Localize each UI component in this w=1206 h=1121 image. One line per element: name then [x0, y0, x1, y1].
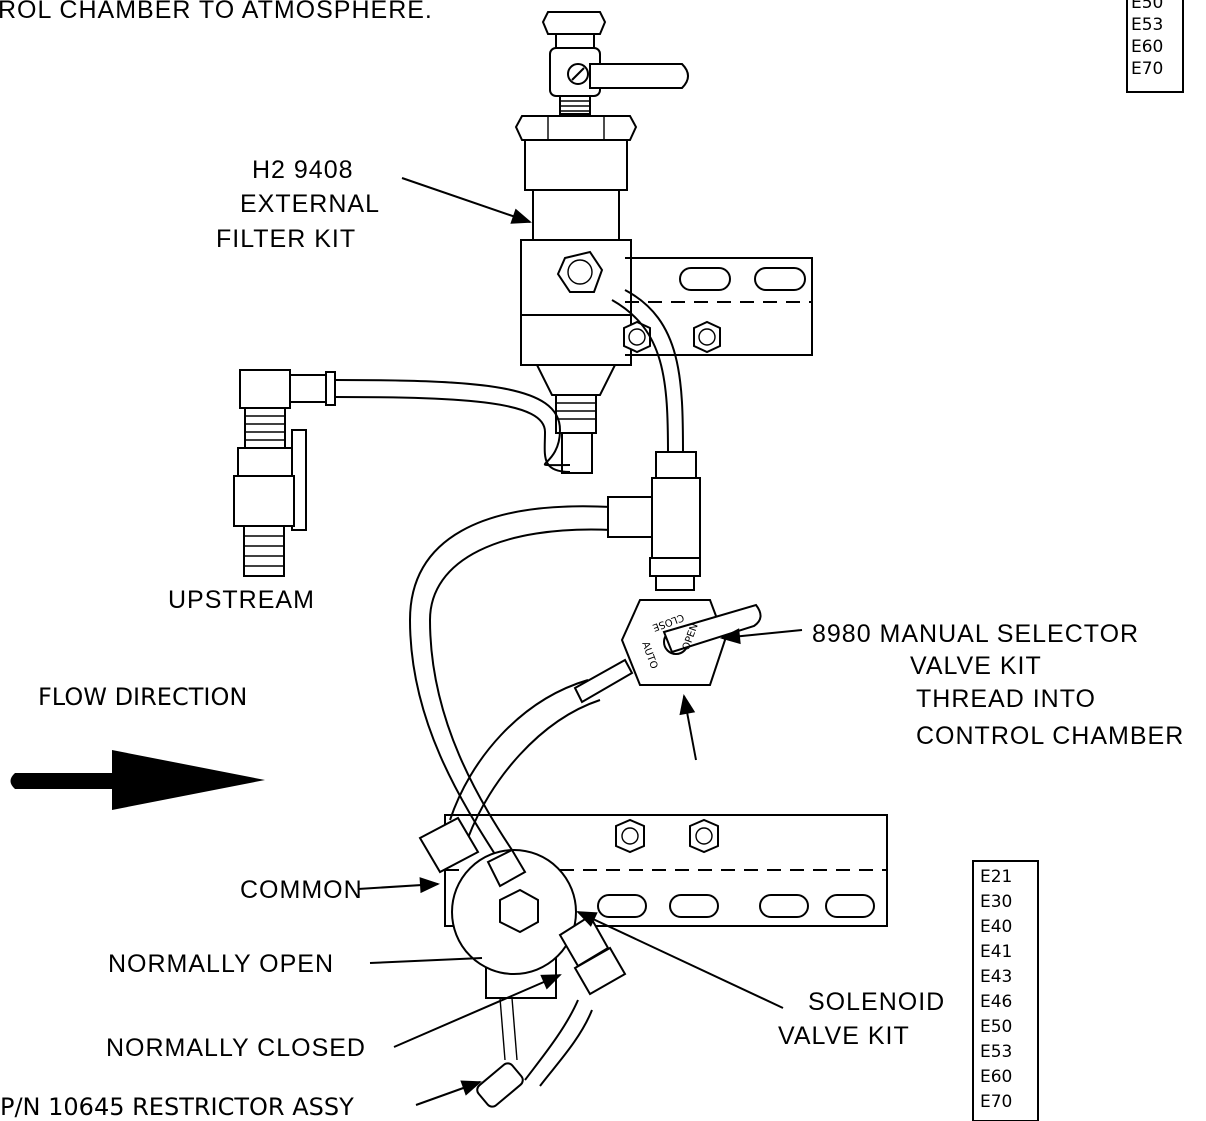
top-table-cell: E50: [1131, 0, 1163, 13]
filter-kit-label-line3: FILTER KIT: [216, 225, 356, 253]
manual-valve-label-line2: VALVE KIT: [910, 652, 1042, 680]
callout-leaders: [357, 177, 803, 1106]
bottom-table-cell: E40: [980, 917, 1012, 937]
bottom-table-cell: E70: [980, 1092, 1012, 1112]
tee-fitting: [607, 451, 701, 591]
manual-selector-valve: CLOSE AUTO OPEN: [573, 599, 762, 704]
upper-mounting-bracket: [623, 257, 813, 356]
solenoid-kit-label-line2: VALVE KIT: [778, 1022, 910, 1050]
bottom-table-cell: E53: [980, 1042, 1012, 1062]
top-table-cell: E70: [1131, 59, 1163, 79]
bottom-table-cell: E60: [980, 1067, 1012, 1087]
restrictor-assy-label: P/N 10645 RESTRICTOR ASSY: [0, 1093, 354, 1121]
solenoid-kit-label-line1: SOLENOID: [808, 988, 945, 1016]
bottom-table-cell: E21: [980, 867, 1012, 887]
common-port-label: COMMON: [240, 876, 363, 904]
tubing-lines: [334, 289, 684, 1087]
filter-kit-label-line1: H2 9408: [252, 156, 354, 184]
upstream-ball-valve: [233, 369, 336, 577]
top-revision-table: E50 E53 E60 E70: [1126, 0, 1184, 93]
external-filter-kit: [514, 11, 689, 474]
normally-closed-label: NORMALLY CLOSED: [106, 1034, 366, 1062]
bottom-table-cell: E30: [980, 892, 1012, 912]
bottom-table-cell: E46: [980, 992, 1012, 1012]
bottom-table-cell: E43: [980, 967, 1012, 987]
manual-valve-label-line4: CONTROL CHAMBER: [916, 722, 1184, 750]
upstream-label: UPSTREAM: [168, 586, 315, 614]
flow-direction-arrow: [10, 750, 265, 810]
header-note: ROL CHAMBER TO ATMOSPHERE.: [0, 0, 433, 24]
top-table-cell: E60: [1131, 37, 1163, 57]
manual-valve-label-line1: 8980 MANUAL SELECTOR: [812, 620, 1139, 648]
flow-direction-label: FLOW DIRECTION: [38, 683, 247, 711]
filter-kit-label-line2: EXTERNAL: [240, 190, 380, 218]
bottom-table-cell: E41: [980, 942, 1012, 962]
solenoid-valve: [418, 816, 627, 1108]
manual-valve-label-line3: THREAD INTO: [916, 685, 1096, 713]
bottom-revision-table: E21 E30 E40 E41 E43 E46 E50 E53 E60 E70: [972, 860, 1039, 1121]
top-table-cell: E53: [1131, 15, 1163, 35]
normally-open-label: NORMALLY OPEN: [108, 950, 334, 978]
bottom-table-cell: E50: [980, 1017, 1012, 1037]
